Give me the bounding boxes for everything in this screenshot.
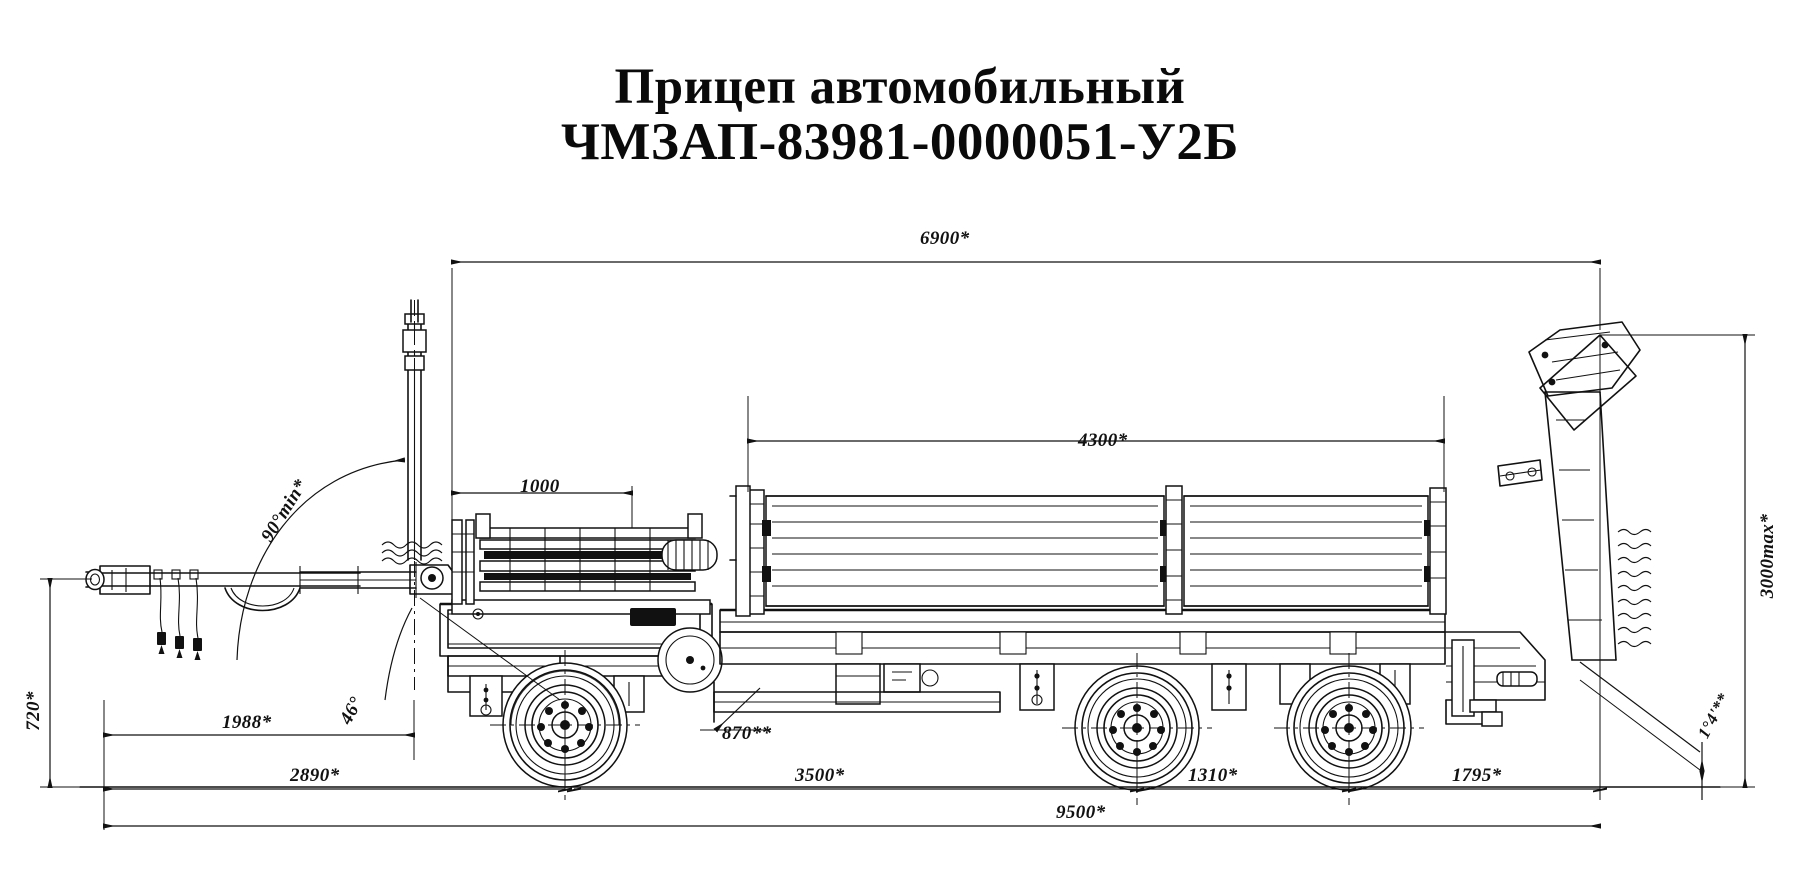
dimension-label-3000max: 3000max*	[1757, 513, 1779, 599]
dimension-label-1310: 1310*	[1188, 765, 1238, 786]
chassis-frame	[85, 541, 457, 660]
dimension-label-6900: 6900*	[920, 228, 970, 249]
front-mast	[402, 299, 427, 690]
dimension-label-720: 720*	[22, 691, 44, 731]
cargo-platform	[713, 485, 1447, 723]
dimension-label-720-wrap: 720*	[23, 691, 45, 731]
dimension-label-4300: 4300*	[1078, 430, 1128, 451]
wheel-rear-2	[1274, 653, 1424, 805]
wheel-front	[490, 650, 640, 800]
dimension-label-2890: 2890*	[290, 765, 340, 786]
dimension-label-1795: 1795*	[1452, 765, 1502, 786]
drop-side-left	[762, 495, 1169, 607]
dimension-label-3500: 3500*	[795, 765, 845, 786]
dimension-lines	[40, 259, 1755, 830]
wheel-rear-1	[1062, 653, 1212, 805]
front-bogie	[439, 513, 723, 717]
dimension-label-1000: 1000	[520, 476, 560, 497]
dimension-label-1988: 1988*	[222, 712, 272, 733]
dimension-label-3000max-wrap: 3000max*	[1757, 514, 1779, 598]
stowed-ramps	[475, 513, 718, 592]
drop-side-right	[1183, 495, 1433, 607]
dimension-label-9500: 9500*	[1056, 802, 1106, 823]
rear-ramp-assembly	[1445, 321, 1652, 727]
dimension-label-870: 870**	[722, 723, 772, 744]
